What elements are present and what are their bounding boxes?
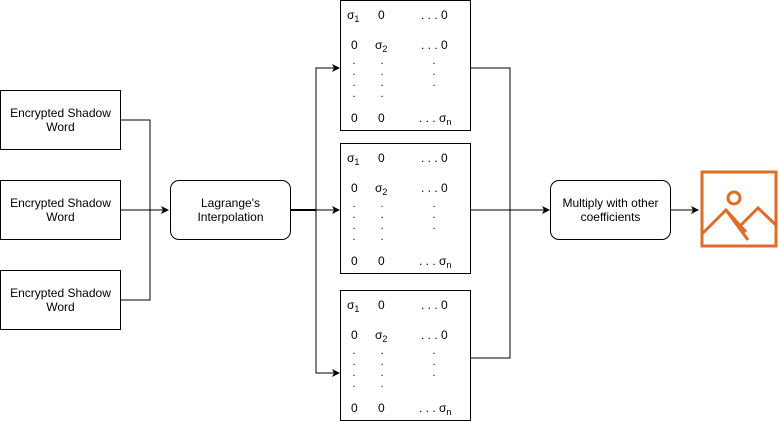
matrix-cell-zero: 0 [351, 328, 358, 342]
matrix-cell-row2-end: . . . 0 [421, 38, 448, 52]
matrix-vertical-dot: . [352, 198, 356, 210]
matrix-vertical-dot: . [380, 220, 384, 232]
matrix-vertical-dot: . [380, 88, 384, 100]
matrix-vertical-dot: . [432, 220, 436, 232]
matrix-vertical-dot: . [352, 356, 356, 368]
matrix-cell-row1-end: . . . 0 [421, 151, 448, 165]
shadow-word-box-2: Encrypted Shadow Word [0, 180, 121, 240]
matrix-vertical-dot: . [380, 378, 384, 390]
matrix-vertical-dot: . [380, 209, 384, 221]
matrix-cell-zero: 0 [378, 8, 385, 22]
edge-shadow-word-3 [120, 210, 151, 301]
matrix-vertical-dot: . [380, 198, 384, 210]
matrix-vertical-dot: . [380, 66, 384, 78]
shadow-word-box-3: Encrypted Shadow Word [0, 270, 121, 330]
edge-from-matrix-1 [470, 67, 511, 210]
matrix-cell-zero: 0 [378, 111, 385, 125]
matrix-vertical-dot: . [432, 66, 436, 78]
matrix-cell-zero: 0 [351, 254, 358, 268]
matrix-vertical-dot: . [380, 356, 384, 368]
interpolation-label: Lagrange's Interpolation [197, 196, 264, 224]
matrix-vertical-dot: . [352, 367, 356, 379]
matrix-vertical-dot: . [432, 356, 436, 368]
matrix-cell-zero: 0 [351, 38, 358, 52]
matrix-cell-sigma-1: σ1 [347, 151, 360, 167]
matrix-vertical-dot: . [380, 345, 384, 357]
matrix-cell-sigma-2: σ2 [375, 181, 388, 197]
matrix-vertical-dot: . [432, 367, 436, 379]
matrix-vertical-dot: . [352, 209, 356, 221]
edge-to-matrix-3 [315, 210, 340, 377]
shadow-word-label: Encrypted Shadow Word [10, 286, 111, 314]
edge-to-matrix-1 [315, 64, 340, 210]
image-icon [700, 170, 779, 248]
matrix-cell-zero: 0 [351, 401, 358, 415]
matrix-vertical-dot: . [432, 55, 436, 67]
matrix-cell-zero: 0 [378, 298, 385, 312]
matrix-box-3: σ1 0 . . . 0 0 σ2 . . . 0 0 0 . . . σn..........… [340, 290, 471, 421]
matrix-cell-sigma-2: σ2 [375, 328, 388, 344]
edge-shadow-word-1 [120, 119, 151, 210]
matrix-vertical-dot: . [352, 220, 356, 232]
interpolation-box: Lagrange's Interpolation [170, 180, 291, 240]
matrix-cell-sigma-n: . . . σn [419, 401, 452, 417]
matrix-cell-row1-end: . . . 0 [421, 298, 448, 312]
matrix-cell-zero: 0 [351, 181, 358, 195]
matrix-vertical-dot: . [432, 209, 436, 221]
matrix-vertical-dot: . [352, 77, 356, 89]
matrix-vertical-dot: . [352, 231, 356, 243]
matrix-vertical-dot: . [380, 77, 384, 89]
matrix-vertical-dot: . [380, 55, 384, 67]
matrix-cell-sigma-2: σ2 [375, 38, 388, 54]
shadow-word-box-1: Encrypted Shadow Word [0, 90, 121, 150]
matrix-box-1: σ1 0 . . . 0 0 σ2 . . . 0 0 0 . . . σn..........… [340, 0, 471, 131]
matrix-vertical-dot: . [352, 66, 356, 78]
matrix-vertical-dot: . [432, 345, 436, 357]
edge-from-matrix-3 [470, 210, 511, 359]
matrix-vertical-dot: . [352, 345, 356, 357]
matrix-cell-zero: 0 [378, 151, 385, 165]
matrix-cell-row1-end: . . . 0 [421, 8, 448, 22]
matrix-cell-sigma-1: σ1 [347, 298, 360, 314]
matrix-cell-row2-end: . . . 0 [421, 181, 448, 195]
matrix-cell-zero: 0 [351, 111, 358, 125]
matrix-box-2: σ1 0 . . . 0 0 σ2 . . . 0 0 0 . . . σn..........… [340, 143, 471, 274]
shadow-word-label: Encrypted Shadow Word [10, 106, 111, 134]
multiply-label: Multiply with other coefficients [562, 196, 659, 224]
multiply-box: Multiply with other coefficients [550, 180, 671, 240]
matrix-vertical-dot: . [352, 88, 356, 100]
matrix-vertical-dot: . [432, 198, 436, 210]
matrix-vertical-dot: . [432, 77, 436, 89]
matrix-cell-sigma-n: . . . σn [419, 254, 452, 270]
matrix-vertical-dot: . [352, 55, 356, 67]
matrix-cell-sigma-n: . . . σn [419, 111, 452, 127]
matrix-vertical-dot: . [352, 378, 356, 390]
matrix-cell-zero: 0 [378, 254, 385, 268]
matrix-vertical-dot: . [380, 367, 384, 379]
shadow-word-label: Encrypted Shadow Word [10, 196, 111, 224]
matrix-cell-zero: 0 [378, 401, 385, 415]
matrix-cell-row2-end: . . . 0 [421, 328, 448, 342]
matrix-vertical-dot: . [380, 231, 384, 243]
matrix-cell-sigma-1: σ1 [347, 8, 360, 24]
